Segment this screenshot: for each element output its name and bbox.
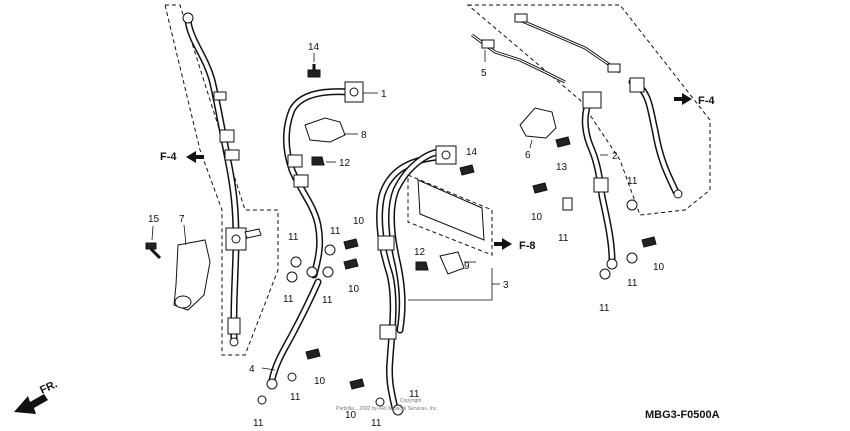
callout-11j: 11	[627, 176, 638, 187]
arrow-right-icon	[494, 238, 512, 250]
callout-4: 4	[249, 364, 255, 375]
part-15-bolt: 15	[145, 214, 162, 260]
callout-10e: 10	[531, 212, 543, 223]
arrow-left-icon	[186, 151, 204, 163]
front-indicator: FR.	[14, 378, 59, 414]
callout-11b: 11	[283, 294, 294, 305]
callout-11f: 11	[253, 418, 264, 429]
callout-11i: 11	[558, 233, 569, 244]
copyright: Copyright	[400, 398, 422, 404]
callout-11k: 11	[627, 278, 638, 289]
callout-13: 13	[556, 162, 568, 173]
diagram-code: MBG3-F0500A	[645, 409, 720, 421]
callout-10c: 10	[314, 376, 326, 387]
part-8-clamp: 8	[304, 117, 367, 143]
callout-8: 8	[361, 130, 367, 141]
f4-right-reference: F-4	[674, 93, 715, 107]
f8-label: F-8	[519, 240, 536, 252]
f4-left-label: F-4	[160, 151, 177, 163]
callout-10a: 10	[353, 216, 365, 227]
callout-1: 1	[381, 89, 387, 100]
part-4-hose: 4	[249, 278, 322, 390]
callout-14b: 14	[466, 147, 478, 158]
callout-11a: 11	[288, 232, 299, 243]
callout-2: 2	[612, 151, 618, 162]
callout-9: 9	[464, 261, 470, 272]
callout-11e: 11	[290, 392, 301, 403]
center-left-hose-group: 1	[282, 81, 387, 279]
callout-11l: 11	[599, 303, 610, 314]
center-left-fasteners: 11 11 11 11 11 11 10 10 10 10	[253, 216, 365, 429]
callout-11g: 11	[371, 418, 382, 429]
callout-12a: 12	[339, 158, 351, 169]
part-12-upper: 12	[311, 156, 351, 169]
callout-11d: 11	[330, 226, 341, 237]
callout-10d: 10	[345, 410, 357, 421]
part-7-bracket: 7	[173, 214, 211, 311]
callout-6: 6	[525, 150, 531, 161]
f4-right-label: F-4	[698, 95, 715, 107]
part-9-joint: 9 12 11 11	[371, 247, 476, 429]
f4-left-reference: F-4	[160, 151, 204, 163]
part-14-top-bolt: 14	[307, 42, 321, 78]
part-14-center-bolt: 14	[459, 147, 478, 176]
part-2-hose: 2	[581, 91, 618, 270]
copyright-line: Partzilla... 2002 by ARI Network Service…	[336, 406, 438, 412]
callout-10f: 10	[653, 262, 665, 273]
callout-15: 15	[148, 214, 160, 225]
callout-5: 5	[481, 68, 487, 79]
front-arrow-icon	[14, 394, 48, 414]
arrow-right-f4-icon	[674, 93, 692, 105]
part-6-bracket: 6	[519, 107, 557, 161]
part-3-hose-pair: 3	[376, 145, 509, 416]
callout-12b: 12	[414, 247, 426, 258]
left-hose-group	[164, 4, 279, 356]
callout-10b: 10	[348, 284, 360, 295]
callout-7: 7	[179, 214, 185, 225]
front-label: FR.	[38, 378, 59, 396]
callout-14a: 14	[308, 42, 320, 53]
callout-11h: 11	[409, 389, 420, 400]
callout-11c: 11	[322, 295, 333, 306]
callout-3: 3	[503, 280, 509, 291]
f8-reference: F-8	[494, 238, 536, 252]
right-pipes-group: 5	[466, 4, 711, 216]
right-fasteners: 13 10 11 11 11 11 10	[531, 136, 665, 314]
